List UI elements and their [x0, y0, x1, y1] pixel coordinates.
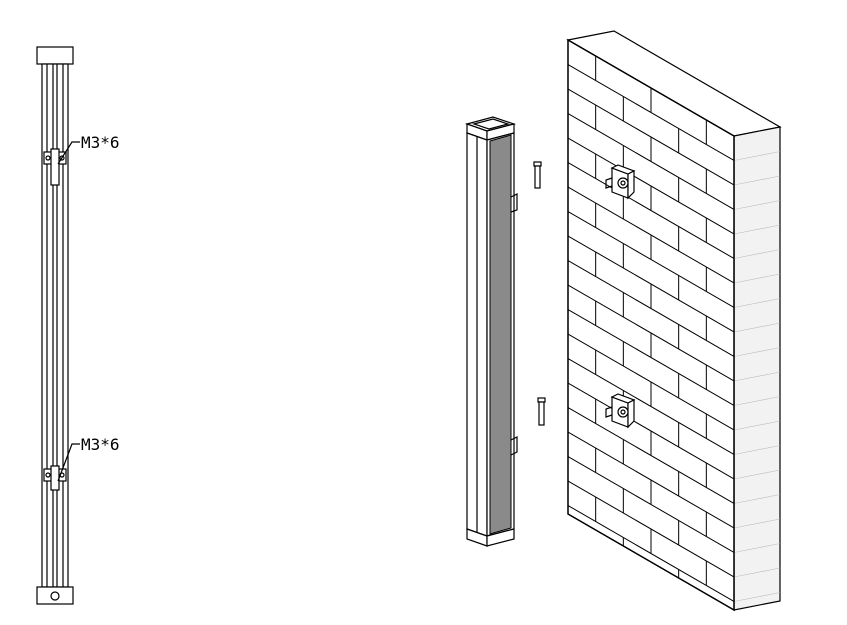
- bar-isometric-view: [464, 116, 518, 547]
- bar-top-cap: [36, 46, 74, 65]
- screw-icon: [533, 161, 542, 189]
- screw-icon-lower: [537, 397, 546, 426]
- led-panel: [489, 134, 512, 535]
- wall-bracket-lower-icon: [605, 393, 636, 429]
- wall-front-face: [567, 38, 735, 612]
- bar-bottom-cap: [36, 586, 74, 605]
- lower-screw-callout: M3*6: [81, 435, 120, 454]
- hole-icon: [50, 591, 60, 601]
- upper-screw-callout: M3*6: [81, 133, 120, 152]
- wall-bracket-upper-icon: [605, 164, 636, 200]
- bar-front-view: M3*6 M3*6: [36, 46, 120, 605]
- upper-mounting-bracket-icon: [43, 148, 67, 186]
- lower-leader-line: [57, 443, 80, 482]
- wall-side-face: [733, 126, 781, 611]
- brick-wall: [566, 30, 782, 612]
- bar-body: [41, 63, 69, 588]
- upper-leader-line: [57, 141, 80, 165]
